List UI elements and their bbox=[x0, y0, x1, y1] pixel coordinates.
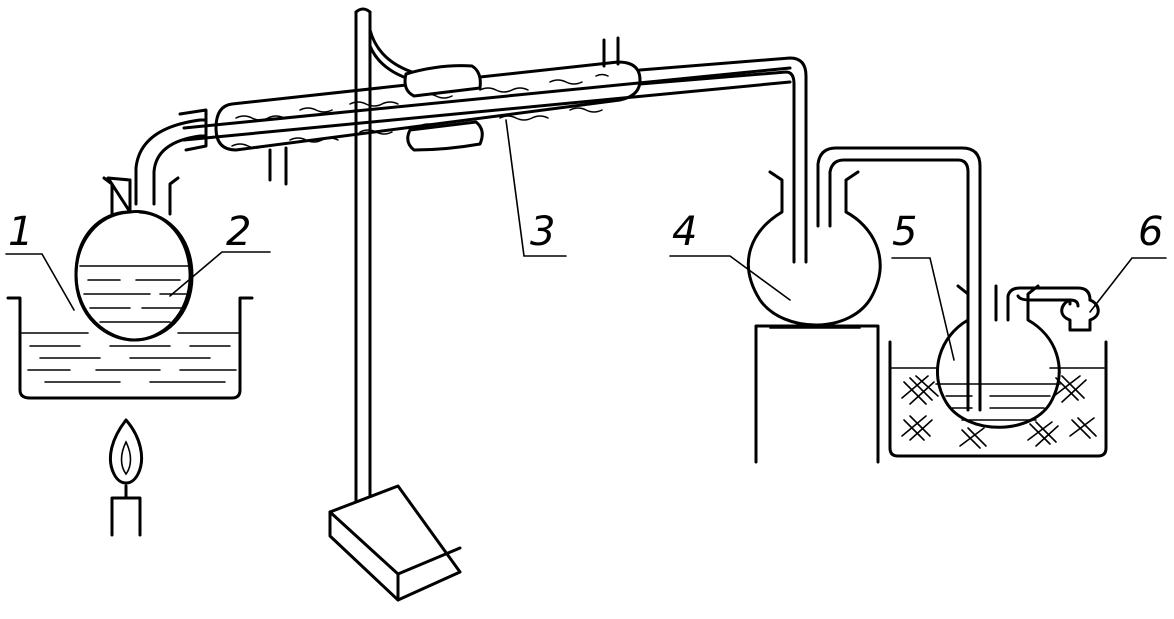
flask-4 bbox=[746, 146, 982, 412]
candle-flame bbox=[109, 418, 143, 537]
flask-5 bbox=[935, 284, 1092, 429]
delivery-tube bbox=[638, 56, 808, 264]
flask-2 bbox=[74, 176, 194, 342]
condenser-3 bbox=[182, 36, 792, 186]
drying-tube-6 bbox=[1060, 298, 1100, 332]
cooling-bath bbox=[888, 340, 1108, 458]
leader-lines bbox=[5, 119, 1167, 361]
label-2: 2 bbox=[226, 209, 251, 255]
support-stand bbox=[328, 7, 484, 602]
water-bath-1 bbox=[6, 296, 254, 400]
label-1: 1 bbox=[8, 209, 33, 255]
label-4: 4 bbox=[672, 209, 697, 255]
label-6: 6 bbox=[1138, 209, 1163, 255]
label-3: 3 bbox=[530, 209, 555, 255]
support-block bbox=[754, 324, 880, 464]
outlet-tube bbox=[134, 108, 208, 206]
label-5: 5 bbox=[892, 209, 917, 255]
